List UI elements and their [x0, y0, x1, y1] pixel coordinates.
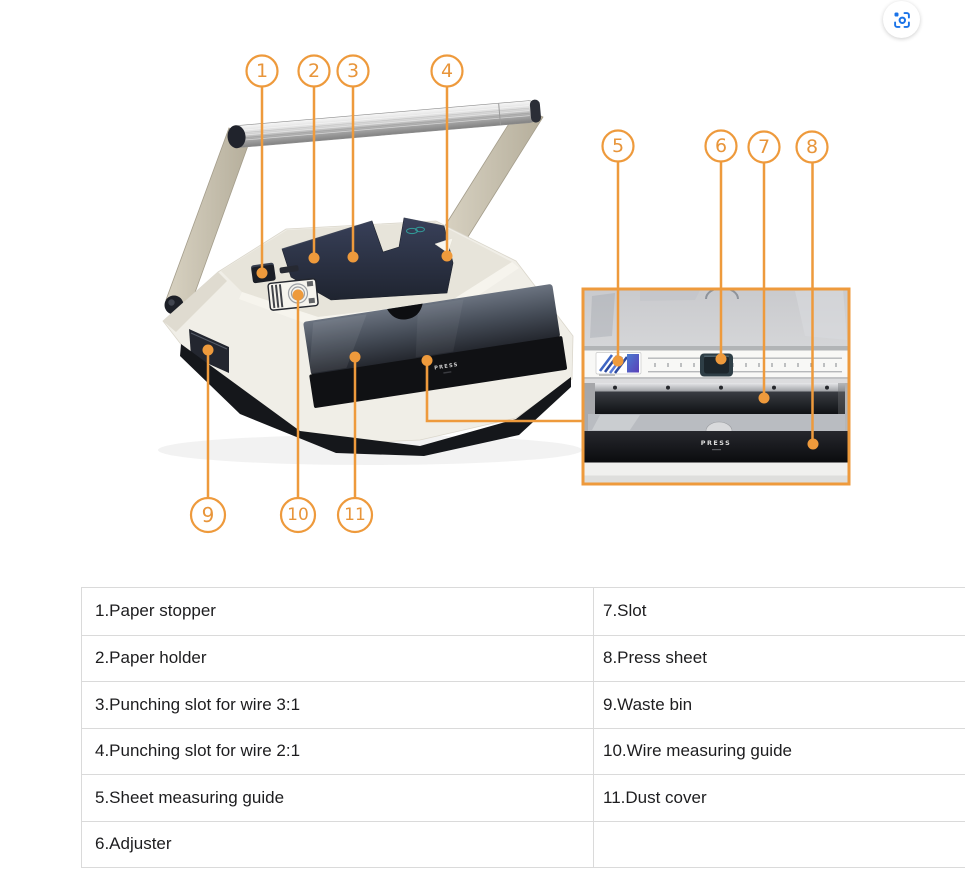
callout-6: 6	[704, 129, 738, 365]
punching-slot	[595, 391, 845, 414]
binding-machine-diagram: PRESS	[158, 54, 851, 534]
press-label-inset: PRESS	[701, 439, 731, 447]
svg-text:10: 10	[287, 505, 309, 525]
callout-10: 10	[279, 289, 317, 534]
callout-3: 3	[336, 54, 370, 263]
callout-4: 4	[430, 54, 464, 262]
svg-text:1: 1	[256, 60, 268, 82]
table-row: 1.Paper stopper 7.Slot	[82, 588, 965, 635]
binding-machine-illustration: PRESS	[158, 99, 582, 465]
part-cell-empty	[593, 821, 965, 867]
table-row: 3.Punching slot for wire 3:1 9.Waste bin	[82, 681, 965, 728]
part-cell-7: 7.Slot	[593, 588, 965, 635]
waste-bin-edge	[190, 332, 228, 350]
svg-text:11: 11	[344, 505, 366, 525]
brand-logo	[406, 226, 425, 235]
press-label-main: PRESS	[434, 362, 459, 372]
svg-text:9: 9	[202, 503, 215, 527]
table-row: 2.Paper holder 8.Press sheet	[82, 634, 965, 681]
svg-text:6: 6	[715, 135, 727, 157]
part-cell-10: 10.Wire measuring guide	[593, 728, 965, 774]
tray-tab	[705, 421, 733, 432]
part-cell-5: 5.Sheet measuring guide	[95, 787, 285, 807]
plate-highlight	[281, 217, 445, 250]
machine-base	[180, 344, 571, 456]
callout-11: 11	[336, 351, 374, 534]
callouts: 1 2 3 4 5 6	[189, 54, 829, 534]
svg-text:3: 3	[347, 60, 359, 82]
image-search-lens-icon	[893, 11, 910, 28]
inset-connector	[421, 355, 583, 423]
paper-size-marker	[434, 237, 454, 254]
arm-pivot-highlight	[168, 299, 175, 306]
table-row: 6.Adjuster	[82, 820, 965, 867]
part-cell-1: 1.Paper stopper	[95, 601, 216, 621]
svg-text:2: 2	[308, 60, 320, 82]
machine-handle-bar	[227, 99, 542, 149]
callout-8: 8	[795, 130, 829, 450]
callout-2: 2	[297, 54, 331, 264]
press-sheet-bar: PRESS	[583, 431, 849, 463]
detail-inset: PRESS	[581, 287, 851, 486]
part-cell-8: 8.Press sheet	[593, 635, 965, 681]
callout-1: 1	[245, 54, 279, 279]
image-search-button[interactable]	[883, 1, 920, 38]
part-cell-2: 2.Paper holder	[95, 648, 207, 668]
part-cell-11: 11.Dust cover	[593, 775, 965, 821]
part-cell-9: 9.Waste bin	[593, 682, 965, 728]
svg-text:4: 4	[441, 60, 453, 82]
table-row: 5.Sheet measuring guide 11.Dust cover	[82, 774, 965, 821]
punch-holes	[613, 385, 829, 390]
callout-7: 7	[747, 130, 781, 404]
callout-9: 9	[189, 344, 227, 534]
svg-text:8: 8	[806, 136, 818, 158]
table-row: 4.Punching slot for wire 2:1 10.Wire mea…	[82, 727, 965, 774]
part-cell-3: 3.Punching slot for wire 3:1	[95, 694, 301, 714]
lid-handle-notch	[705, 289, 739, 300]
part-cell-6: 6.Adjuster	[95, 834, 172, 854]
part-cell-4: 4.Punching slot for wire 2:1	[95, 741, 301, 761]
machine-left-face	[163, 272, 227, 332]
svg-text:5: 5	[612, 135, 624, 157]
parts-table: 1.Paper stopper 7.Slot 2.Paper holder 8.…	[81, 587, 965, 868]
callout-5: 5	[601, 129, 635, 367]
inset-border	[581, 287, 851, 486]
dust-cover: PRESS	[303, 284, 568, 408]
svg-text:7: 7	[758, 136, 770, 158]
